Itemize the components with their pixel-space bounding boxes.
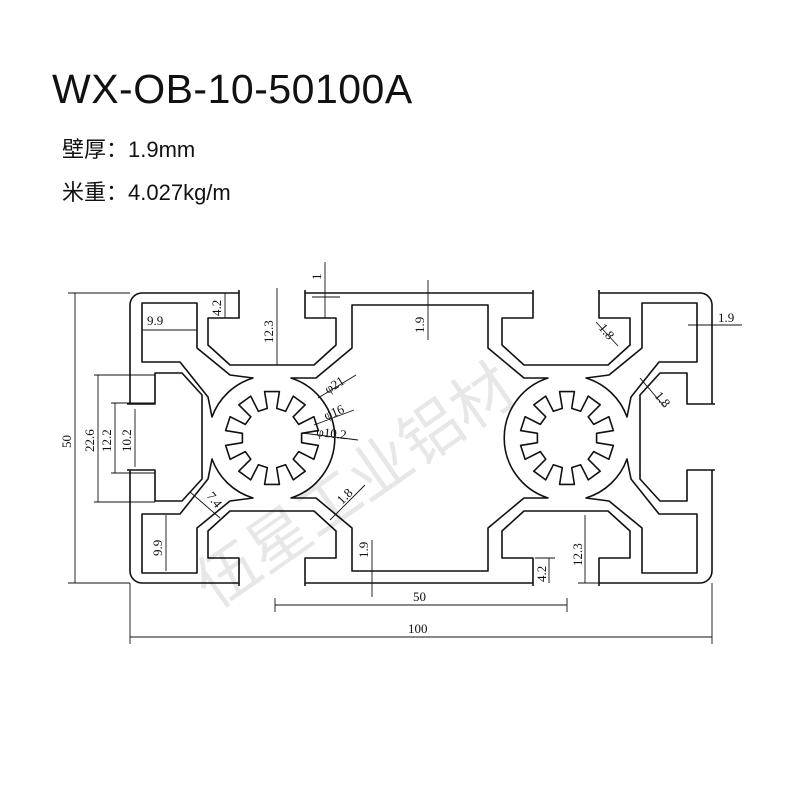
wall-thickness-label: 壁厚： [62,138,129,163]
dim-bottom-lip: 4.2 [534,566,549,582]
dim-dia-inner: φ10.2 [316,424,348,442]
dim-side-opening: 10.2 [119,429,134,452]
wall-thickness-spec: 壁厚：1.9mm [62,132,195,164]
center-bore-right [519,390,615,486]
dim-dia-mid: φ16 [322,401,347,423]
dim-top-step: 1 [309,274,324,281]
slot-bottom-right [501,510,631,587]
slot-side-right [639,372,716,502]
dim-side-mid: 12.2 [99,429,114,452]
weight-spec: 米重：4.027kg/m [62,175,231,207]
dim-right-wall: 1.9 [718,310,734,325]
dim-top-slot-depth: 12.3 [261,320,276,343]
wall-thickness-value: 1.9mm [128,137,196,162]
dim-side-outer: 22.6 [82,429,97,452]
watermark: 伍星工业铝材 [182,349,529,622]
center-bore-left [224,390,320,486]
dim-height-total: 50 [59,435,74,448]
weight-label: 米重： [62,181,129,206]
dim-width-total: 100 [408,621,428,636]
dim-top-lip: 4.2 [209,300,224,316]
slot-side-left [126,372,203,502]
dim-bottom-slot-depth: 12.3 [570,543,585,566]
dim-width-half: 50 [413,589,426,604]
dim-center-wall-bottom: 1.9 [356,542,371,558]
dim-bottom-left-height: 9.9 [150,540,165,556]
dim-top-left-width: 9.9 [147,313,163,328]
weight-value: 4.027kg/m [128,180,231,205]
dimension-lines [68,262,742,644]
profile-model-title: WX-OB-10-50100A [52,66,413,112]
center-chamber [290,304,549,572]
dim-center-wall-top: 1.9 [412,317,427,333]
